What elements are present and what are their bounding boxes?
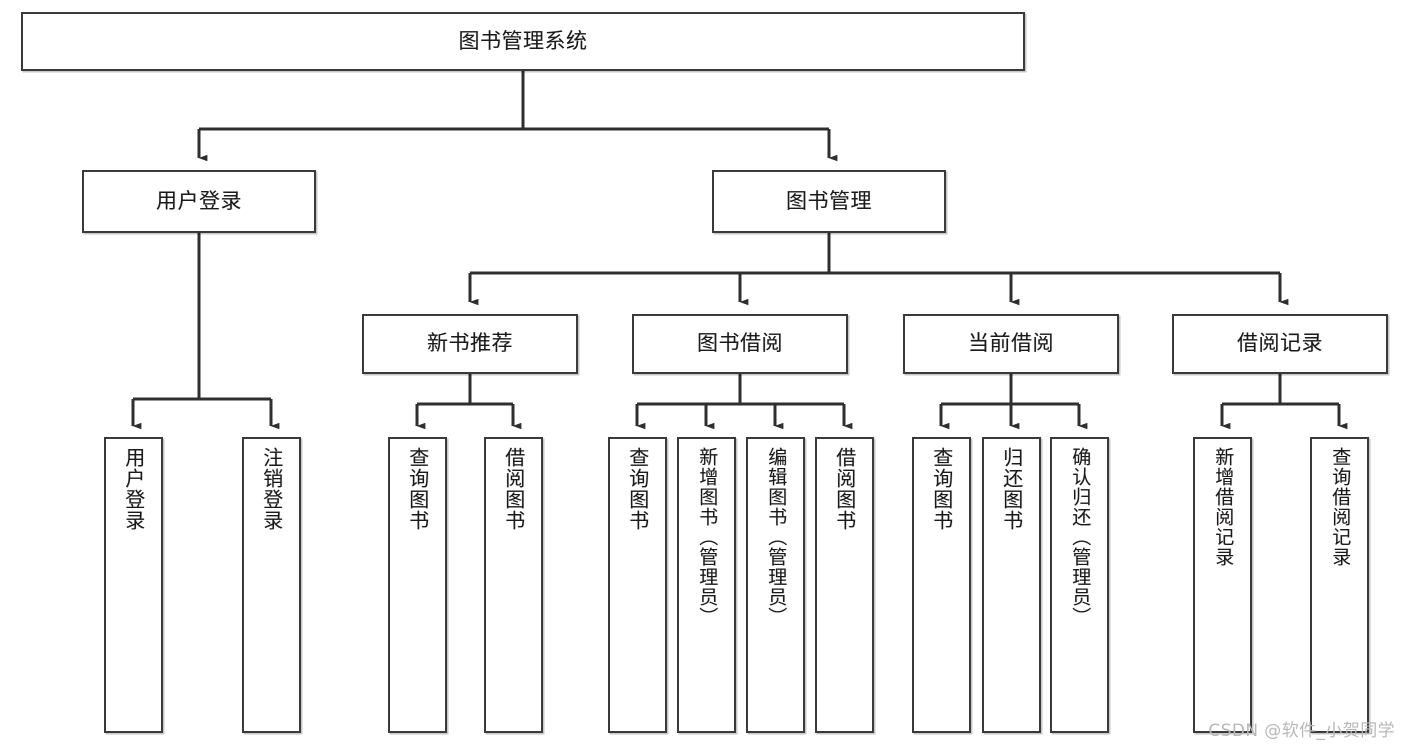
leaf-book-borrow-edit[interactable]: 编辑图书（管理员） xyxy=(746,437,805,733)
leaf-new-book-query-label: 查询图书 xyxy=(405,447,430,531)
csdn-watermark: CSDN @软件_小贺同学 xyxy=(1208,721,1395,741)
leaf-borrow-records-add[interactable]: 新增借阅记录 xyxy=(1193,437,1252,733)
node-new-book-recommend-label: 新书推荐 xyxy=(427,331,513,356)
leaf-current-borrow-confirm-return-label: 确认归还（管理员） xyxy=(1069,447,1092,627)
node-borrow-records-label: 借阅记录 xyxy=(1237,331,1323,356)
leaf-book-borrow-lend[interactable]: 借阅图书 xyxy=(815,437,874,733)
leaf-current-borrow-confirm-return[interactable]: 确认归还（管理员） xyxy=(1050,437,1109,733)
node-borrow-records[interactable]: 借阅记录 xyxy=(1172,314,1388,374)
leaf-book-borrow-lend-label: 借阅图书 xyxy=(832,447,857,531)
leaf-book-borrow-query-label: 查询图书 xyxy=(625,447,650,531)
leaf-book-borrow-edit-label: 编辑图书（管理员） xyxy=(765,447,788,627)
leaf-current-borrow-return[interactable]: 归还图书 xyxy=(982,437,1041,733)
leaf-borrow-records-query[interactable]: 查询借阅记录 xyxy=(1310,437,1369,733)
leaf-book-borrow-add[interactable]: 新增图书（管理员） xyxy=(677,437,736,733)
node-new-book-recommend[interactable]: 新书推荐 xyxy=(362,314,578,374)
node-root-system-label: 图书管理系统 xyxy=(458,28,588,53)
node-book-borrow-label: 图书借阅 xyxy=(697,331,783,356)
node-book-management-label: 图书管理 xyxy=(786,188,872,213)
leaf-current-borrow-query-label: 查询图书 xyxy=(929,447,954,531)
node-user-login-label: 用户登录 xyxy=(156,188,242,213)
leaf-borrow-records-query-label: 查询借阅记录 xyxy=(1329,447,1352,567)
node-book-borrow[interactable]: 图书借阅 xyxy=(632,314,848,374)
leaf-book-borrow-add-label: 新增图书（管理员） xyxy=(696,447,719,627)
leaf-new-book-borrow-label: 借阅图书 xyxy=(501,447,526,531)
leaf-borrow-records-add-label: 新增借阅记录 xyxy=(1212,447,1235,567)
leaf-user-login-signin[interactable]: 用户登录 xyxy=(104,437,163,733)
node-current-borrow-label: 当前借阅 xyxy=(968,331,1054,356)
leaf-user-login-signout-label: 注销登录 xyxy=(259,447,284,531)
node-current-borrow[interactable]: 当前借阅 xyxy=(903,314,1119,374)
leaf-new-book-borrow[interactable]: 借阅图书 xyxy=(484,437,543,733)
leaf-book-borrow-query[interactable]: 查询图书 xyxy=(608,437,667,733)
node-book-management[interactable]: 图书管理 xyxy=(712,170,946,233)
node-user-login[interactable]: 用户登录 xyxy=(82,170,316,233)
node-root-system[interactable]: 图书管理系统 xyxy=(21,12,1025,71)
leaf-current-borrow-return-label: 归还图书 xyxy=(999,447,1024,531)
leaf-current-borrow-query[interactable]: 查询图书 xyxy=(912,437,971,733)
leaf-user-login-signin-label: 用户登录 xyxy=(121,447,146,531)
leaf-new-book-query[interactable]: 查询图书 xyxy=(388,437,447,733)
leaf-user-login-signout[interactable]: 注销登录 xyxy=(242,437,301,733)
